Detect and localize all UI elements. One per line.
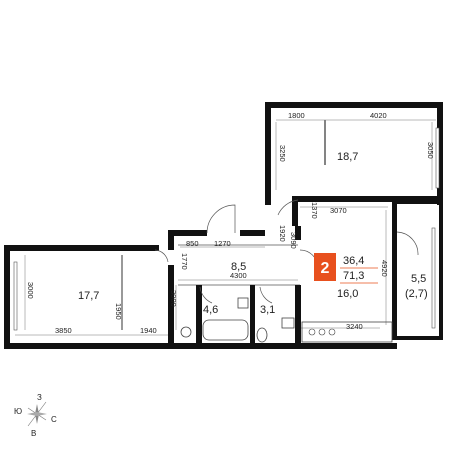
doors <box>154 199 419 304</box>
dim-3240: 3240 <box>346 322 363 331</box>
kitchen-counter <box>301 321 393 343</box>
dim-1940: 1940 <box>140 326 157 335</box>
area-balcony-reduced: (2,7) <box>405 288 428 300</box>
compass: З Ю С В <box>14 393 57 438</box>
windows <box>13 127 440 331</box>
area-bathroom: 4,6 <box>203 304 218 316</box>
compass-south: В <box>31 429 36 438</box>
dim-1920: 1920 <box>278 225 287 242</box>
total-area: 71,3 <box>343 270 364 282</box>
area-bedroom-top: 18,7 <box>337 151 358 163</box>
walls <box>4 102 443 349</box>
dim-3070: 3070 <box>330 206 347 215</box>
bathtub <box>202 319 249 341</box>
dim-1800: 1800 <box>288 111 305 120</box>
toilet <box>256 327 268 343</box>
dim-4920: 4920 <box>380 260 389 277</box>
dim-3000-left: 3000 <box>26 282 35 299</box>
dim-3000-mid: 3000 <box>169 290 178 307</box>
dim-1270: 1270 <box>214 239 231 248</box>
area-balcony: 5,5 <box>411 273 426 285</box>
dim-1950: 1950 <box>114 303 123 320</box>
dimension-lines <box>15 119 436 336</box>
area-wc: 3,1 <box>260 304 275 316</box>
dim-1370: 1370 <box>310 202 319 219</box>
room-areas: 18,7 16,0 17,7 8,5 4,6 3,1 5,5 (2,7) <box>78 151 428 316</box>
area-kitchen-living: 16,0 <box>337 288 358 300</box>
apartment-number: 2 <box>321 260 330 277</box>
dim-3250: 3250 <box>278 145 287 162</box>
compass-east: С <box>51 415 57 424</box>
area-hall: 8,5 <box>231 261 246 273</box>
apartment-badge: 2 36,4 71,3 <box>314 253 378 284</box>
dim-4020: 4020 <box>370 111 387 120</box>
dim-1770: 1770 <box>180 253 189 270</box>
compass-west: Ю <box>14 407 22 416</box>
wc-sink <box>281 317 295 329</box>
apartment-number-box <box>314 253 336 281</box>
dimension-labels: 1800 4020 3250 3050 1920 3090 1370 3070 … <box>26 111 435 335</box>
fixtures <box>180 297 393 343</box>
compass-north: З <box>37 393 42 402</box>
washing-machine <box>180 326 192 338</box>
dim-3850: 3850 <box>55 326 72 335</box>
dim-3050: 3050 <box>426 142 435 159</box>
sink <box>237 297 249 309</box>
dim-850: 850 <box>186 239 199 248</box>
living-area: 36,4 <box>343 255 364 267</box>
dim-3090: 3090 <box>289 232 298 249</box>
area-bedroom-left: 17,7 <box>78 290 99 302</box>
dim-4300: 4300 <box>230 271 247 280</box>
